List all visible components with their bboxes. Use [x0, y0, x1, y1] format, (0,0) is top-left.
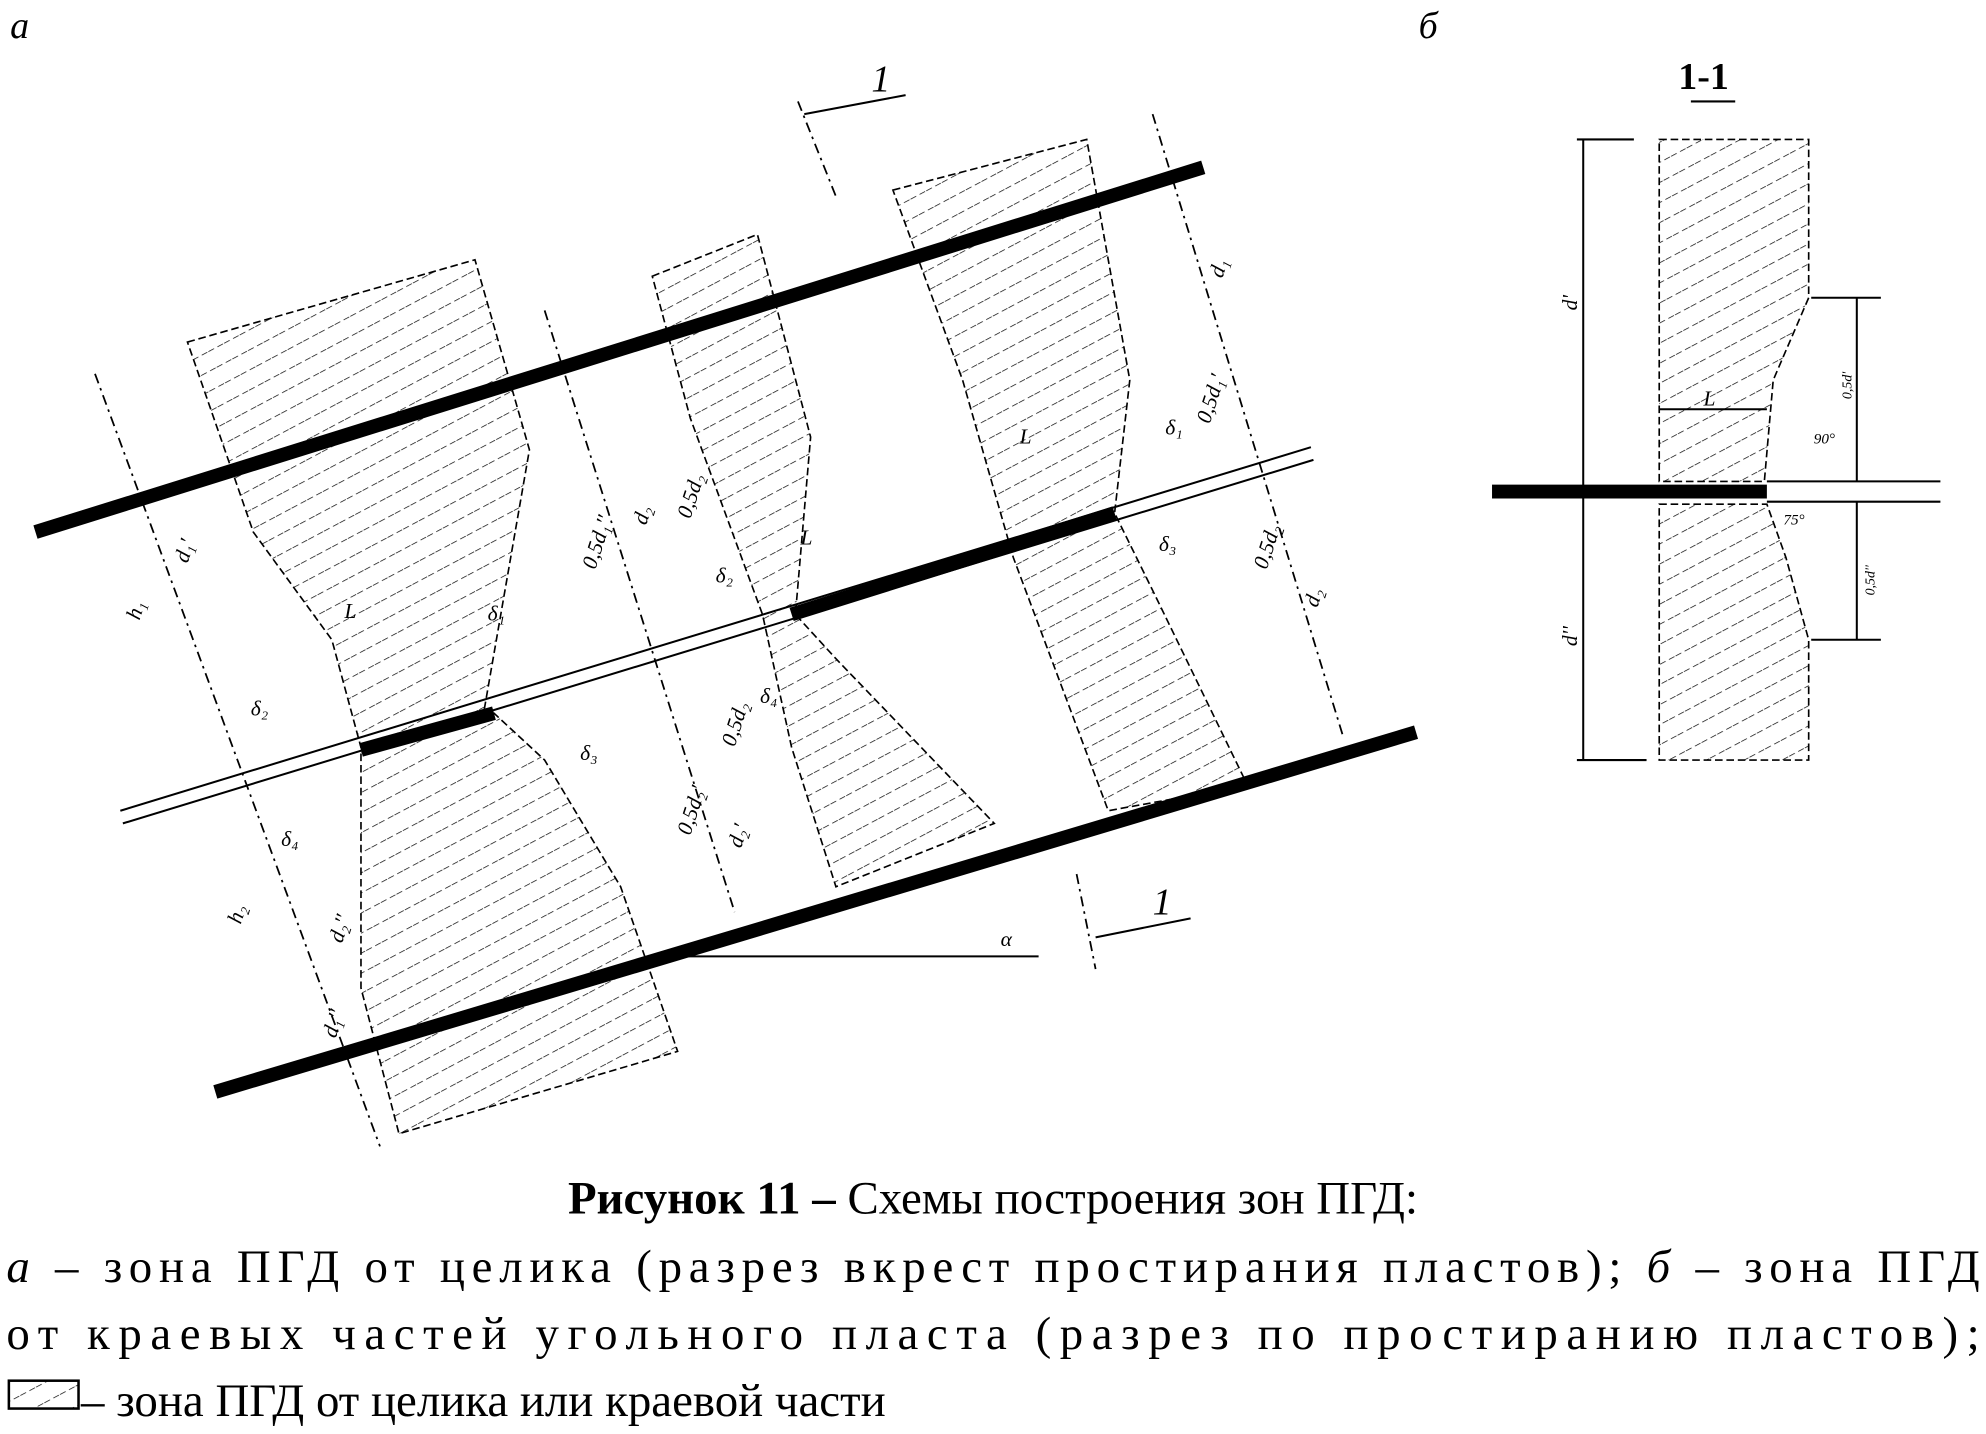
caption-line-3: от краевых частей угольного пласта (разр…: [6, 1308, 1979, 1360]
label-h2: h₂: [223, 901, 251, 926]
label-delta4-mid: δ₄: [760, 684, 777, 708]
label-delta2-mid: δ₂: [716, 564, 733, 588]
label-half-d-top: 0,5d': [1841, 371, 1856, 399]
label-angle-75: 75°: [1783, 511, 1804, 528]
pillar-zone-right: [891, 138, 1249, 812]
caption-b-text: – зона ПГД: [1677, 1241, 1980, 1293]
label-d-top: d': [1558, 295, 1582, 311]
label-half-d2p: 0,5d₂': [672, 783, 710, 838]
pillar-zone-left-lower: [360, 712, 679, 1135]
label-half-d2-mid: 0,5d₂: [672, 471, 709, 521]
caption-a: а: [6, 1241, 29, 1293]
dim-line-mid: [543, 310, 736, 913]
label-d-bottom: d'': [1558, 626, 1582, 646]
label-delta4-left: δ₄: [281, 827, 298, 851]
label-d1p: d₁': [169, 536, 199, 566]
worked-seam-line-bottom: [122, 458, 1314, 825]
caption-line-2: а – зона ПГД от целика (разрез вкрест пр…: [6, 1241, 1979, 1293]
label-delta1-left: δ₁: [488, 602, 505, 626]
section-title: 1-1: [1678, 56, 1729, 98]
label-half-d2-low: 0,5d₂: [717, 699, 754, 749]
label-d2-mid: d₂: [628, 503, 656, 528]
caption-a-text: – зона ПГД от целика (разрез вкрест прос…: [37, 1241, 1640, 1293]
label-d2pp: d₂'': [324, 911, 355, 945]
caption-b: б: [1647, 1241, 1672, 1293]
label-half-d2-right: 0,5d₂: [1249, 521, 1286, 571]
label-delta1-right: δ₁: [1165, 416, 1182, 440]
coal-seam-lower: [213, 725, 1419, 1099]
dim-line-h: [94, 373, 381, 1147]
label-delta3-left: δ₃: [580, 741, 597, 765]
caption-title-bold: Рисунок 11 –: [568, 1173, 836, 1225]
label-h1: h₁: [121, 598, 149, 623]
caption-title: Рисунок 11 – Схемы построения зон ПГД:: [568, 1173, 1418, 1225]
section-mark-top: 1: [871, 58, 890, 100]
label-d2-right: d₂: [1299, 585, 1327, 610]
label-L-mid: L: [799, 526, 812, 550]
hatch-legend-icon: [7, 1379, 80, 1410]
edge-zone: [1658, 138, 1810, 483]
label-alpha: α: [1001, 927, 1013, 951]
section-arrow-top: [804, 94, 906, 116]
panel-b-letter: б: [1419, 5, 1440, 47]
section-arrow-bottom: [1095, 917, 1191, 939]
label-half-d1: 0,5d₁': [1192, 371, 1230, 426]
dim-line-right: [1151, 113, 1344, 735]
worked-seam-line-top: [120, 446, 1312, 812]
label-d2p: d₂': [723, 821, 753, 851]
label-L-b: L: [1703, 386, 1716, 410]
pillar-zone-middle: [651, 233, 996, 888]
label-d1: d₁: [1204, 256, 1232, 281]
pillar-zone-left: [186, 258, 531, 749]
section-line-top: [797, 101, 837, 197]
coal-seam-middle-pillar-right: [789, 506, 1117, 622]
panel-b: б 1-1 d' d'' L 0,5d' 0,5d'' 90° 75°: [1419, 5, 1941, 762]
coal-seam-upper: [33, 160, 1206, 539]
edge-zone-lower: [1658, 503, 1810, 761]
label-d1pp: d₁'': [318, 1006, 349, 1040]
panel-a-letter: а: [10, 5, 29, 47]
panel-a: а 1 1 d₁ d₁' d₁'' 0,5d₁'' 0,5d₁' d₂: [10, 5, 1419, 1147]
label-delta3-right: δ₃: [1159, 532, 1176, 556]
section-line-bottom: [1075, 873, 1097, 970]
label-delta2-left: δ₂: [251, 697, 268, 721]
caption-title-rest: Схемы построения зон ПГД:: [836, 1173, 1418, 1225]
label-half-d-bottom: 0,5d'': [1864, 564, 1879, 595]
label-L-right: L: [1019, 424, 1032, 448]
label-angle-90: 90°: [1814, 430, 1835, 447]
caption-line-4: – зона ПГД от целика или краевой части: [80, 1375, 886, 1427]
label-L-left: L: [344, 599, 357, 623]
figure-caption: Рисунок 11 – Схемы построения зон ПГД: а…: [6, 1173, 1979, 1428]
section-mark-bottom: 1: [1153, 882, 1172, 924]
label-half-d1pp: 0,5d₁'': [577, 512, 617, 571]
